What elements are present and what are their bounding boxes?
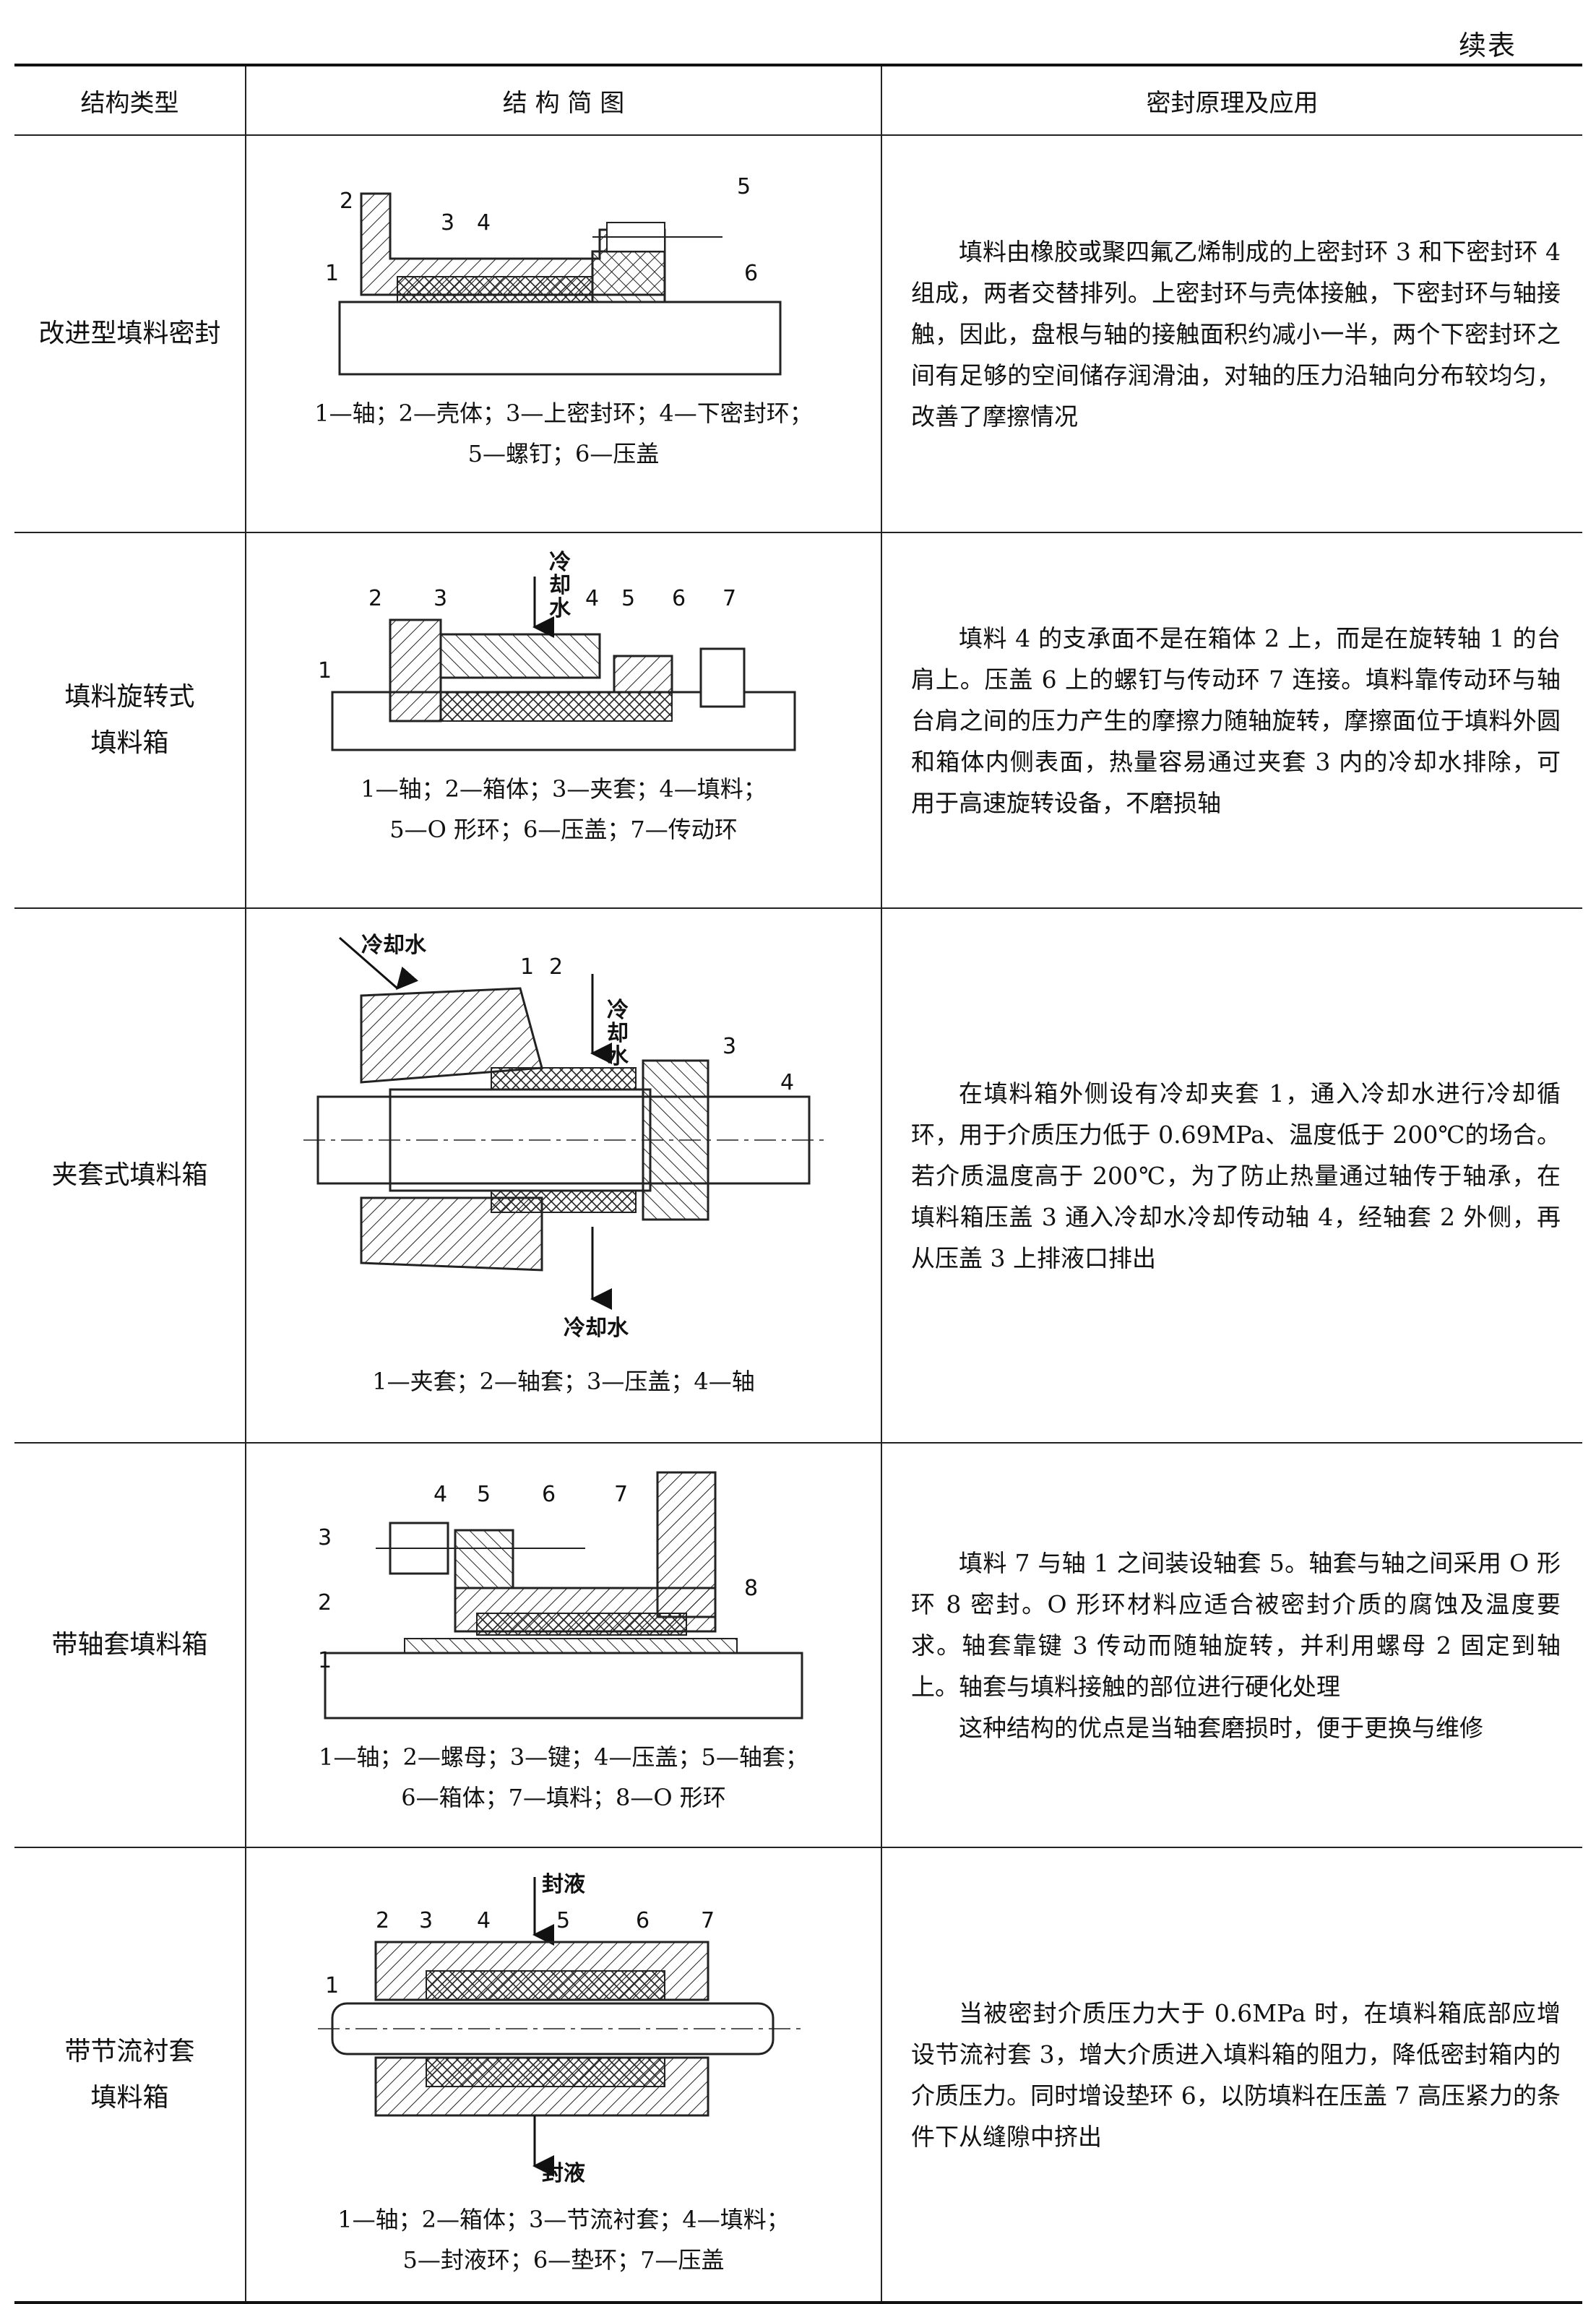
svg-text:2: 2: [368, 586, 382, 611]
table-row: 改进型填料密封 2 1 3 4 5 6 1—轴；2—壳体；3—上密封环；4—下密…: [14, 134, 1582, 533]
svg-text:2: 2: [376, 1908, 389, 1933]
svg-text:3: 3: [722, 1034, 736, 1059]
svg-text:6: 6: [744, 261, 758, 286]
continued-label: 续表: [1458, 30, 1517, 61]
table-row: 夹套式填料箱 冷却水 冷 却 水 冷却水 1 2: [14, 907, 1582, 1444]
svg-text:却: 却: [607, 1021, 629, 1046]
svg-text:5: 5: [556, 1908, 570, 1933]
svg-text:却: 却: [549, 573, 571, 598]
svg-text:4: 4: [780, 1070, 794, 1095]
table-row: 带轴套填料箱 4 5 6 7 3 2 1 8 1—轴；2—螺: [14, 1442, 1582, 1848]
table-header-row: 结构类型 结 构 简 图 密封原理及应用: [14, 64, 1582, 136]
row-type: 带节流衬套填料箱: [14, 1847, 246, 2304]
figure-caption: 1—轴；2—壳体；3—上密封环；4—下密封环；5—螺钉；6—压盖: [314, 400, 813, 467]
table-row: 带节流衬套填料箱 封液 封液 1 2 3 4 5 6 7: [14, 1847, 1582, 2304]
seal-structure-table: 结构类型 结 构 简 图 密封原理及应用 改进型填料密封 2 1 3 4 5 6…: [14, 64, 1582, 2304]
row-description: 填料 7 与轴 1 之间装设轴套 5。轴套与轴之间采用 O 形环 8 密封。O …: [881, 1442, 1582, 1848]
svg-text:4: 4: [433, 1482, 447, 1507]
svg-text:3: 3: [419, 1908, 433, 1933]
row-figure: 2 1 3 4 5 6 1—轴；2—壳体；3—上密封环；4—下密封环；5—螺钉；…: [245, 134, 882, 533]
svg-text:5: 5: [737, 174, 751, 199]
figure-caption: 1—夹套；2—轴套；3—压盖；4—轴: [372, 1368, 755, 1395]
row-type: 带轴套填料箱: [14, 1442, 246, 1848]
row-type: 改进型填料密封: [14, 134, 246, 533]
svg-text:2: 2: [340, 189, 353, 214]
row-figure: 封液 封液 1 2 3 4 5 6 7 1—轴；2—箱体；3—节流衬套；4—填料…: [245, 1847, 882, 2304]
svg-text:2: 2: [318, 1590, 332, 1615]
svg-text:4: 4: [477, 1908, 491, 1933]
svg-text:2: 2: [549, 954, 563, 980]
svg-text:冷: 冷: [607, 998, 629, 1023]
row-figure: 冷 却 水 1 2 3 4 5 6 7 1—轴；2—箱体；3—夹套；4—填料；5…: [245, 532, 882, 909]
svg-text:6: 6: [672, 586, 686, 611]
svg-text:4: 4: [585, 586, 599, 611]
svg-text:3: 3: [318, 1525, 332, 1550]
svg-text:5: 5: [621, 586, 635, 611]
svg-text:1: 1: [325, 1973, 339, 1998]
svg-text:水: 水: [607, 1044, 629, 1069]
svg-text:冷: 冷: [549, 550, 571, 575]
svg-text:7: 7: [614, 1482, 628, 1507]
header-type: 结构类型: [14, 64, 246, 136]
throttle-bush-packing-diagram: 封液 封液 1 2 3 4 5 6 7: [318, 1872, 802, 2186]
figure-caption: 1—轴；2—箱体；3—节流衬套；4—填料；5—封液环；6—垫环；7—压盖: [337, 2206, 790, 2274]
svg-text:7: 7: [701, 1908, 715, 1933]
svg-text:3: 3: [433, 586, 447, 611]
svg-text:1: 1: [520, 954, 534, 980]
svg-text:4: 4: [477, 210, 491, 236]
figure-caption: 1—轴；2—箱体；3—夹套；4—填料；5—O 形环；6—压盖；7—传动环: [361, 775, 767, 843]
sleeve-packing-diagram: 4 5 6 7 3 2 1 8: [318, 1471, 803, 1720]
svg-text:冷却水: 冷却水: [361, 933, 427, 958]
svg-text:6: 6: [542, 1482, 556, 1507]
improved-packing-diagram: 2 1 3 4 5 6: [325, 174, 782, 376]
svg-text:3: 3: [441, 210, 454, 236]
svg-text:8: 8: [744, 1576, 758, 1601]
row-description: 填料 4 的支承面不是在箱体 2 上，而是在旋转轴 1 的台肩上。压盖 6 上的…: [881, 532, 1582, 909]
row-type: 填料旋转式填料箱: [14, 532, 246, 909]
svg-text:5: 5: [477, 1482, 491, 1507]
svg-text:1: 1: [325, 261, 339, 286]
row-figure: 冷却水 冷 却 水 冷却水 1 2 3 4: [245, 907, 882, 1444]
svg-text:冷却水: 冷却水: [564, 1316, 629, 1341]
row-description: 填料由橡胶或聚四氟乙烯制成的上密封环 3 和下密封环 4 组成，两者交替排列。上…: [881, 134, 1582, 533]
figure-caption: 1—轴；2—螺母；3—键；4—压盖；5—轴套；6—箱体；7—填料；8—O 形环: [319, 1743, 808, 1811]
row-type: 夹套式填料箱: [14, 907, 246, 1444]
svg-text:6: 6: [636, 1908, 650, 1933]
rotating-packing-diagram: 冷 却 水 1 2 3 4 5 6 7: [318, 550, 796, 751]
table-row: 填料旋转式填料箱 冷 却 水 1 2 3 4 5 6 7: [14, 532, 1582, 909]
header-figure: 结 构 简 图: [245, 64, 882, 136]
svg-text:7: 7: [722, 586, 736, 611]
svg-text:封液: 封液: [542, 1872, 585, 1897]
svg-text:1: 1: [318, 658, 332, 683]
row-description: 当被密封介质压力大于 0.6MPa 时，在填料箱底部应增设节流衬套 3，增大介质…: [881, 1847, 1582, 2304]
svg-text:1: 1: [318, 1648, 332, 1673]
jacket-packing-diagram: 冷却水 冷 却 水 冷却水 1 2 3 4: [303, 933, 824, 1341]
row-figure: 4 5 6 7 3 2 1 8 1—轴；2—螺母；3—键；4—压盖；5—轴套；6…: [245, 1442, 882, 1848]
header-principle: 密封原理及应用: [881, 64, 1582, 136]
svg-text:水: 水: [549, 596, 571, 621]
row-description: 在填料箱外侧设有冷却夹套 1，通入冷却水进行冷却循环，用于介质压力低于 0.69…: [881, 907, 1582, 1444]
svg-text:封液: 封液: [542, 2161, 585, 2186]
